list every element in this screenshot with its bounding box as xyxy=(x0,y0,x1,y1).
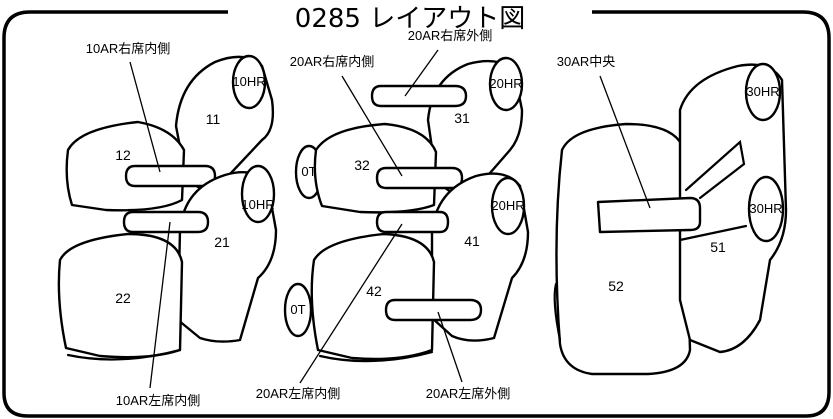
ot-bottom xyxy=(283,282,313,338)
ot-top-label: 0T xyxy=(301,164,316,179)
leader-20ar-left-outer xyxy=(437,311,463,383)
headrest-30-bottom xyxy=(747,175,785,243)
armrest-20-right-inner xyxy=(375,166,464,190)
seat-32-label: 32 xyxy=(354,157,370,173)
headrest-10-top-label: 10HR xyxy=(232,74,265,89)
seat-41-label: 41 xyxy=(464,233,480,249)
diagram-title: 0285 レイアウト図 xyxy=(295,4,525,34)
seat-52-label: 52 xyxy=(608,278,624,294)
seat-51-label: 51 xyxy=(710,239,726,255)
callout-30ar-center: 30AR中央 xyxy=(557,54,616,69)
headrest-10-bottom xyxy=(240,164,276,224)
leader-20ar-right-outer xyxy=(404,49,439,97)
seat-51 xyxy=(678,63,788,354)
armrest-30-bottom-edge xyxy=(678,224,748,242)
seat-42 xyxy=(310,232,436,361)
callout-20ar-left-inner: 20AR左席内側 xyxy=(256,386,341,401)
leader-30ar-center xyxy=(599,75,651,209)
headrest-30-bottom-label: 30HR xyxy=(749,201,782,216)
leader-20ar-left-inner xyxy=(299,223,403,384)
seat-22-label: 22 xyxy=(115,290,131,306)
headrest-20-bottom xyxy=(490,176,526,236)
headrest-20-bottom-label: 20HR xyxy=(491,198,524,213)
seat-31-label: 31 xyxy=(454,110,470,126)
armrest-10-upper xyxy=(124,164,217,188)
leader-20ar-right-inner xyxy=(341,75,403,177)
armrest-30-center xyxy=(596,196,702,234)
armrest-20-right-outer xyxy=(370,84,468,108)
outer-frame xyxy=(2,10,831,418)
leader-10ar-right-inner xyxy=(129,61,161,173)
headrest-20-top-label: 20HR xyxy=(489,76,522,91)
seat-12 xyxy=(65,120,186,212)
seat-21-label: 21 xyxy=(214,234,230,250)
callout-10ar-right-inner: 10AR右席内側 xyxy=(86,41,171,56)
headrest-10-bottom-label: 10HR xyxy=(241,197,274,212)
seat-42-label: 42 xyxy=(366,283,382,299)
headrest-10-top xyxy=(231,54,267,110)
armrest-20-left-outer xyxy=(384,298,483,322)
callout-20ar-right-inner: 20AR右席内側 xyxy=(290,54,375,69)
callout-10ar-left-inner: 10AR左席内側 xyxy=(116,393,201,408)
armrest-20-left-inner xyxy=(375,210,450,234)
ot-bottom-label: 0T xyxy=(290,302,305,317)
seat-52-side-edge xyxy=(553,282,562,342)
headrest-30-top xyxy=(744,62,782,122)
headrest-20-top xyxy=(488,56,524,112)
seat-52 xyxy=(555,122,692,376)
seat-22-front-edge xyxy=(66,348,182,361)
leader-10ar-left-inner xyxy=(149,221,171,389)
armrest-10-lower xyxy=(122,210,210,234)
callout-20ar-right-outer: 20AR右席外側 xyxy=(408,28,493,43)
seat-11-label: 11 xyxy=(206,111,221,127)
seat-42-front-edge xyxy=(318,350,434,363)
callout-20ar-left-outer: 20AR左席外側 xyxy=(426,386,511,401)
headrest-30-top-label: 30HR xyxy=(746,84,779,99)
armrest-30-top-edge xyxy=(684,139,746,200)
seat-12-label: 12 xyxy=(115,147,131,163)
